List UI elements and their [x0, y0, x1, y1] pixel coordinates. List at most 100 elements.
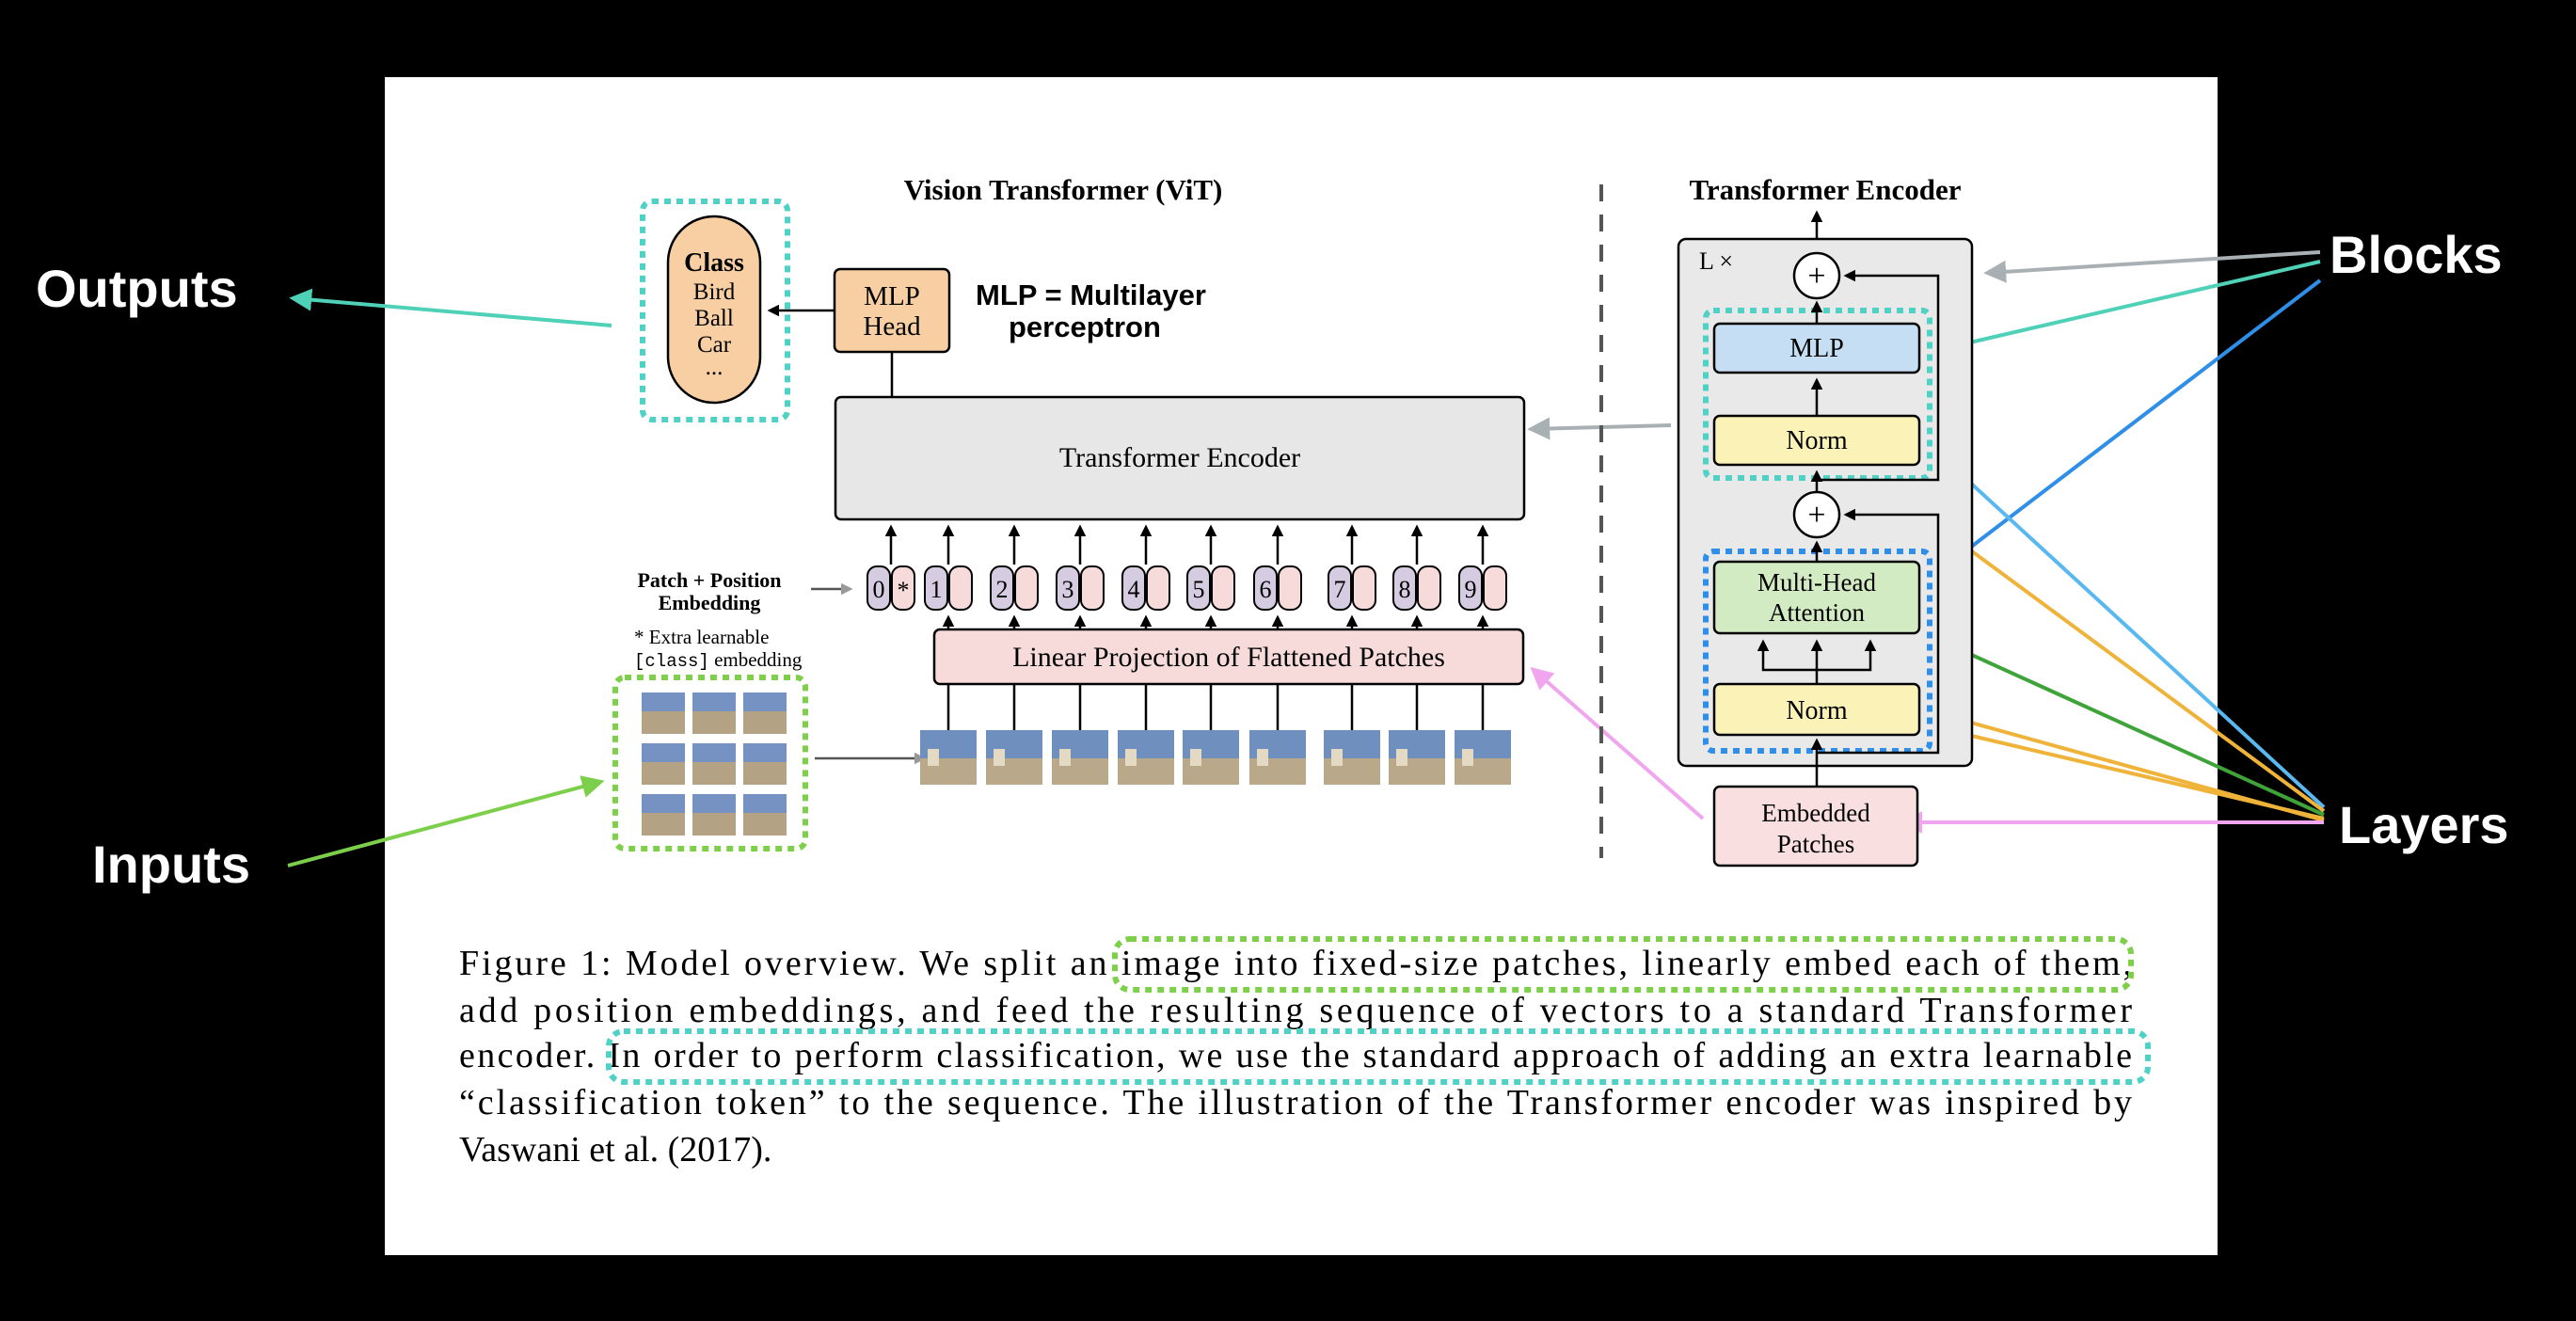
caption-line-3: encoder. In order to perform classificat… [459, 1036, 2132, 1075]
caption-line-5: Vaswani et al. (2017). [459, 1130, 771, 1170]
blocks-pointer-arrow-mlp-block [1941, 260, 2321, 356]
patch-image-detail-1 [928, 749, 939, 766]
patch-image-detail-4 [1125, 749, 1137, 766]
patch-embedding-label-line2: Embedding [659, 591, 761, 614]
residual-top [1817, 269, 1940, 482]
patch-embedding-token-7 [1352, 565, 1376, 611]
repeat-label: L × [1699, 247, 1733, 275]
input-image-tile-building [692, 711, 736, 734]
class-item-more: ... [706, 355, 724, 380]
patch-embedding-token-6 [1278, 565, 1302, 611]
patch-image-detail-2 [994, 749, 1005, 766]
position-label-6: 6 [1260, 576, 1272, 603]
patch-image-detail-7 [1331, 749, 1343, 766]
embedded-patches-line1: Embedded [1761, 799, 1870, 827]
position-embedding-7 [1328, 565, 1352, 611]
transformer-encoder-box [834, 395, 1526, 521]
token-arrows [884, 524, 1489, 730]
input-image-tile-building [692, 762, 736, 785]
position-embedding-8 [1392, 565, 1417, 611]
position-embedding-6 [1253, 565, 1278, 611]
mlp-head-line1: MLP [864, 281, 920, 311]
outputs-pointer-arrow [289, 288, 612, 327]
outputs-highlight-box [640, 199, 790, 422]
linear-projection-box [932, 628, 1525, 686]
caption-highlight-classification [606, 1028, 2151, 1085]
caption-line-1: Figure 1: Model overview. We split an im… [459, 944, 2132, 983]
position-label-9: 9 [1465, 576, 1477, 603]
position-label-8: 8 [1399, 576, 1411, 603]
layers-annotation: Layers [2339, 795, 2509, 854]
mlp-note-line2: perceptron [1009, 310, 1161, 343]
input-image-tile-building [743, 762, 787, 785]
embedded-to-projection-pointer [1530, 666, 1705, 820]
extra-learnable-line1: * Extra learnable [634, 626, 769, 648]
patch-embedding-token-4 [1146, 565, 1170, 611]
patch-image-detail-8 [1396, 749, 1407, 766]
embedded-patches-line2: Patches [1777, 830, 1854, 858]
blocks-pointer-arrow-attention-block [1934, 279, 2322, 575]
residual-bottom [1817, 508, 1940, 755]
input-image-tile-building [743, 813, 787, 836]
class-code-token: [class] [634, 651, 709, 672]
linear-projection-label: Linear Projection of Flattened Patches [1012, 642, 1445, 673]
add-node-top-label: + [1807, 259, 1825, 294]
class-output-box [666, 215, 762, 405]
class-item-car: Car [697, 332, 732, 358]
patch-embedding-token-1 [948, 565, 973, 611]
mha-label-line2: Attention [1769, 598, 1865, 627]
extra-learnable-line2: [class] embedding [634, 648, 803, 672]
encoder-title: Transformer Encoder [1690, 173, 1962, 206]
outputs-annotation: Outputs [36, 259, 238, 318]
inputs-pointer-arrow [287, 775, 605, 867]
position-label-2: 2 [996, 576, 1009, 603]
encoder-norm-bottom-label: Norm [1786, 696, 1848, 725]
inputs-highlight-box [612, 675, 808, 851]
class-token-marker: * [898, 577, 910, 604]
patch-image-detail-5 [1190, 749, 1201, 766]
position-label-3: 3 [1062, 576, 1074, 603]
blocks-annotation: Blocks [2330, 225, 2503, 284]
position-embedding-4 [1121, 565, 1146, 611]
class-item-bird: Bird [693, 279, 736, 305]
patch-embedding-label-line1: Patch + Position [637, 568, 781, 592]
position-label-1: 1 [930, 576, 943, 603]
position-label-5: 5 [1193, 576, 1205, 603]
input-image-grid [642, 692, 787, 836]
patch-image-detail-9 [1462, 749, 1473, 766]
position-label-7: 7 [1334, 576, 1346, 603]
mha-label-line1: Multi-Head [1757, 568, 1876, 597]
encoder-norm-top-label: Norm [1786, 426, 1848, 455]
input-image-tile-building [642, 762, 685, 785]
input-image-tile-building [743, 711, 787, 734]
class-title: Class [684, 248, 744, 278]
class-item-ball: Ball [694, 306, 734, 331]
position-embedding-3 [1056, 565, 1080, 611]
caption-line-2: add position embeddings, and feed the re… [459, 991, 2132, 1030]
patch-embedding-token-0 [891, 565, 915, 611]
inputs-annotation: Inputs [92, 835, 250, 894]
position-embedding-1 [924, 565, 948, 611]
blocks-pointer-arrow-encoder [1983, 250, 2321, 283]
embedded-patches-box [1712, 785, 1919, 867]
position-embedding-9 [1458, 565, 1483, 611]
fork-left [1757, 639, 1819, 684]
mlp-head-line2: Head [863, 311, 921, 342]
caption-highlight-inputs [1112, 936, 2134, 993]
flattened-patches-row [920, 730, 1511, 785]
encoder-mlp-label: MLP [1789, 334, 1844, 363]
patch-image-detail-3 [1059, 749, 1071, 766]
input-image-tile-building [692, 813, 736, 836]
transformer-encoder-label: Transformer Encoder [1059, 442, 1300, 473]
position-embedding-2 [990, 565, 1014, 611]
vit-title: Vision Transformer (ViT) [904, 173, 1223, 206]
add-node-top [1792, 251, 1841, 300]
patch-embedding-token-8 [1417, 565, 1441, 611]
add-node-middle-label: + [1807, 498, 1825, 533]
mlp-note-line1: MLP = Multilayer [976, 279, 1206, 311]
input-image-tile-building [642, 813, 685, 836]
position-embedding-0 [867, 565, 891, 611]
patch-embedding-token-2 [1014, 565, 1039, 611]
